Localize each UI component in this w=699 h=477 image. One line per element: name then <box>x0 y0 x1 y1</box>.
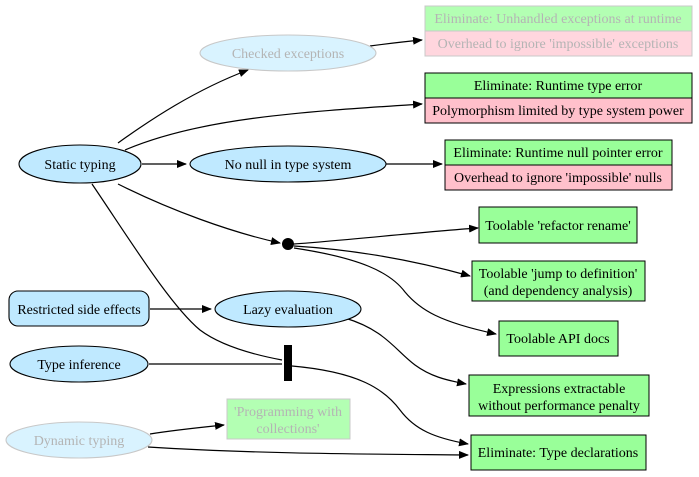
edge-lazy-to-expressions <box>344 317 467 387</box>
record-eliminate: Eliminate: Runtime null pointer error <box>453 146 663 161</box>
edge-static-to-dot <box>117 183 281 245</box>
record-overhead: Overhead to ignore 'impossible' nulls <box>454 171 662 186</box>
node-label: Restricted side effects <box>17 303 140 318</box>
record-checked-exceptions[interactable]: Eliminate: Unhandled exceptions at runti… <box>424 5 693 57</box>
edge-static-to-bar <box>91 183 283 361</box>
outcome-label: Toolable 'refactor rename' <box>485 219 631 234</box>
node-label: No null in type system <box>225 158 352 173</box>
record-overhead: Polymorphism limited by type system powe… <box>432 104 684 119</box>
edges <box>91 36 497 459</box>
record-runtime-type[interactable]: Eliminate: Runtime type error Polymorphi… <box>424 72 693 124</box>
outcome-jump-to-definition[interactable]: Toolable 'jump to definition' (and depen… <box>471 260 646 302</box>
node-static-typing[interactable]: Static typing <box>18 144 142 184</box>
node-label: Checked exceptions <box>232 47 344 62</box>
record-eliminate: Eliminate: Unhandled exceptions at runti… <box>434 12 681 27</box>
edge-dot-to-jump <box>293 245 471 278</box>
outcome-line-2: without performance penalty <box>478 399 640 414</box>
node-checked-exceptions[interactable]: Checked exceptions <box>199 34 377 72</box>
edge-dynamic-to-declarations <box>147 446 469 459</box>
node-no-null[interactable]: No null in type system <box>189 145 387 183</box>
node-label: Type inference <box>37 358 120 373</box>
node-label: Dynamic typing <box>34 434 125 449</box>
node-lazy-evaluation[interactable]: Lazy evaluation <box>214 290 362 328</box>
outcome-type-declarations[interactable]: Eliminate: Type declarations <box>470 434 647 471</box>
edge-static-to-checked <box>117 69 249 144</box>
edge-dot-to-refactor <box>293 224 479 245</box>
junction-dot <box>282 238 294 250</box>
outcome-line-1: Expressions extractable <box>493 382 626 397</box>
node-restricted-side-effects[interactable]: Restricted side effects <box>8 290 150 327</box>
outcome-line-2: (and dependency analysis) <box>484 284 633 299</box>
node-programming-with-collections[interactable]: 'Programming with collections' <box>226 398 351 440</box>
edge-dynamic-to-collections <box>149 421 225 435</box>
outcome-refactor-rename[interactable]: Toolable 'refactor rename' <box>478 206 638 244</box>
node-label: Static typing <box>44 158 115 173</box>
edge-static-to-runtime-type <box>124 100 423 151</box>
node-line-1: 'Programming with <box>234 405 342 420</box>
record-overhead: Overhead to ignore 'impossible' exceptio… <box>438 37 679 52</box>
junction-bar <box>284 345 292 381</box>
edge-dot-to-api <box>293 247 497 337</box>
node-dynamic-typing[interactable]: Dynamic typing <box>5 421 153 459</box>
edge-bar-to-declarations <box>291 365 469 447</box>
record-eliminate: Eliminate: Runtime type error <box>474 79 643 94</box>
outcome-expressions-extractable[interactable]: Expressions extractable without performa… <box>468 374 650 417</box>
record-null-pointer[interactable]: Eliminate: Runtime null pointer error Ov… <box>444 139 673 191</box>
node-label: Lazy evaluation <box>243 303 333 318</box>
outcome-label: Toolable API docs <box>506 332 609 347</box>
outcome-api-docs[interactable]: Toolable API docs <box>498 320 619 357</box>
node-line-2: collections' <box>256 422 319 437</box>
outcome-line-1: Toolable 'jump to definition' <box>479 267 637 282</box>
outcome-label: Eliminate: Type declarations <box>478 446 639 461</box>
edge-checked-to-record <box>369 36 423 47</box>
node-type-inference[interactable]: Type inference <box>9 345 149 383</box>
